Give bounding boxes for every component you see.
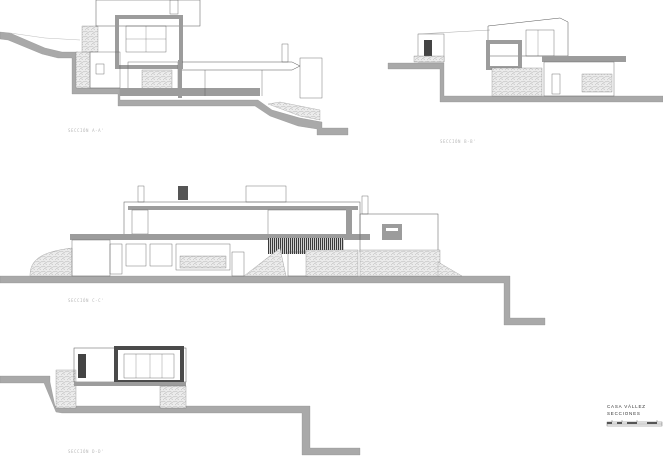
section-a-drawing [0, 0, 349, 136]
scale-bar [606, 420, 663, 427]
section-a-label: SECCIÓN A-A' [68, 128, 104, 133]
section-b-drawing [387, 17, 663, 103]
terrain-cut [0, 375, 361, 456]
cut-frame-upper [115, 15, 183, 69]
sheet-title: CASA VÁLLEZ [607, 403, 646, 409]
section-c-label: SECCIÓN C-C' [68, 298, 104, 303]
terrain-cut [0, 31, 349, 136]
terrain-cut [387, 62, 663, 103]
section-b-label: SECCIÓN B-B' [440, 139, 476, 144]
section-c-drawing [0, 185, 546, 326]
section-d-drawing [0, 346, 361, 456]
sheet-subtitle: SECCIONES [607, 411, 641, 416]
cut-frame-d [114, 346, 184, 384]
stone-wall [75, 51, 91, 89]
section-d-label: SECCIÓN D-D' [68, 449, 104, 454]
